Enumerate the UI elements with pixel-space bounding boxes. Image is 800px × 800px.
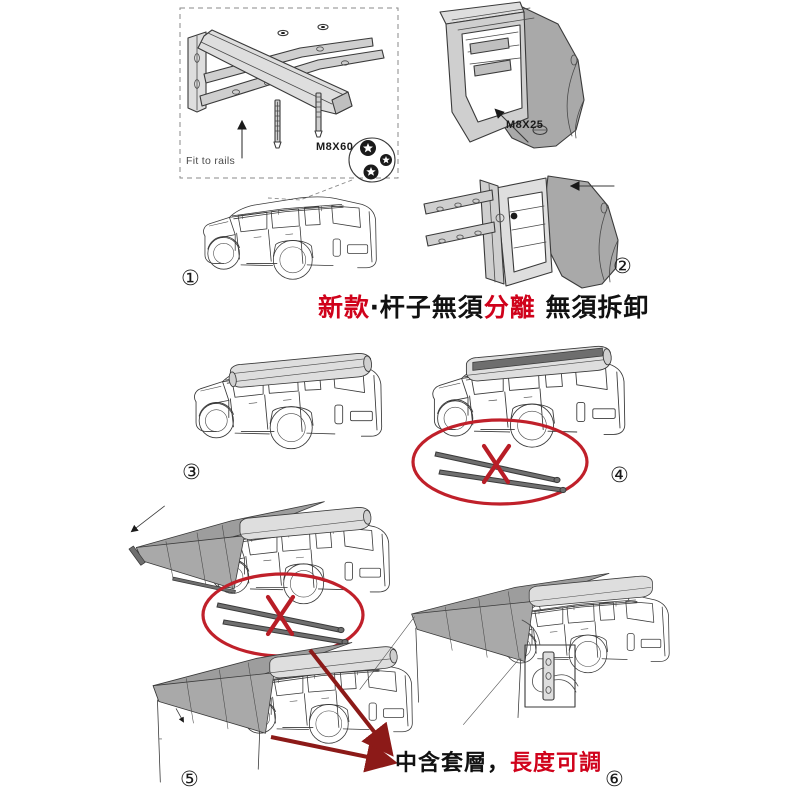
step-number-3: ③: [182, 460, 201, 484]
panel-3-vehicle: [194, 353, 383, 450]
panel-1-vehicle: [203, 196, 377, 280]
panel-5-vehicle-bottom: [152, 642, 413, 783]
panel-5-crossout: [201, 572, 365, 658]
footnote-segment-sleeve: 中含套層: [395, 751, 488, 776]
panel-4-crossout: [411, 418, 589, 506]
footnote-arrows: [270, 648, 398, 773]
fit-to-rails-label: Fit to rails: [186, 155, 236, 167]
panel-2-artwork-bottom: [423, 175, 619, 289]
headline-separator: ‧: [370, 293, 380, 322]
headline-segment-new: 新款: [318, 293, 371, 322]
headline-segment-pole: 杆子無須: [379, 293, 484, 322]
footnote-note: 中含套層，長度可調: [395, 745, 602, 777]
step-number-1: ①: [181, 266, 200, 290]
panel-6-detail-inset: [521, 619, 579, 708]
panel-4-vehicle: [432, 345, 626, 448]
step-number-2: ②: [613, 254, 632, 278]
panel-1-artwork: [179, 7, 399, 201]
step-number-5: ⑤: [180, 767, 199, 791]
panel-5-vehicle-top: [128, 501, 390, 605]
headline-banner: 新款‧杆子無須分離 無須拆卸: [318, 288, 649, 324]
panel-2-artwork-top: [439, 1, 585, 149]
footnote-separator: ，: [487, 751, 511, 776]
panel-6-vehicle: [359, 573, 670, 725]
step-number-6: ⑥: [605, 767, 624, 791]
step-number-4: ④: [610, 463, 629, 487]
bolt-label-m8x60: M8X60: [316, 141, 354, 153]
headline-segment-separate: 分離: [483, 293, 536, 322]
headline-segment-nodisassembly: 無須拆卸: [535, 293, 650, 322]
footnote-segment-adjustable: 長度可調: [510, 751, 603, 776]
bolt-label-m8x25: M8X25: [506, 119, 544, 131]
